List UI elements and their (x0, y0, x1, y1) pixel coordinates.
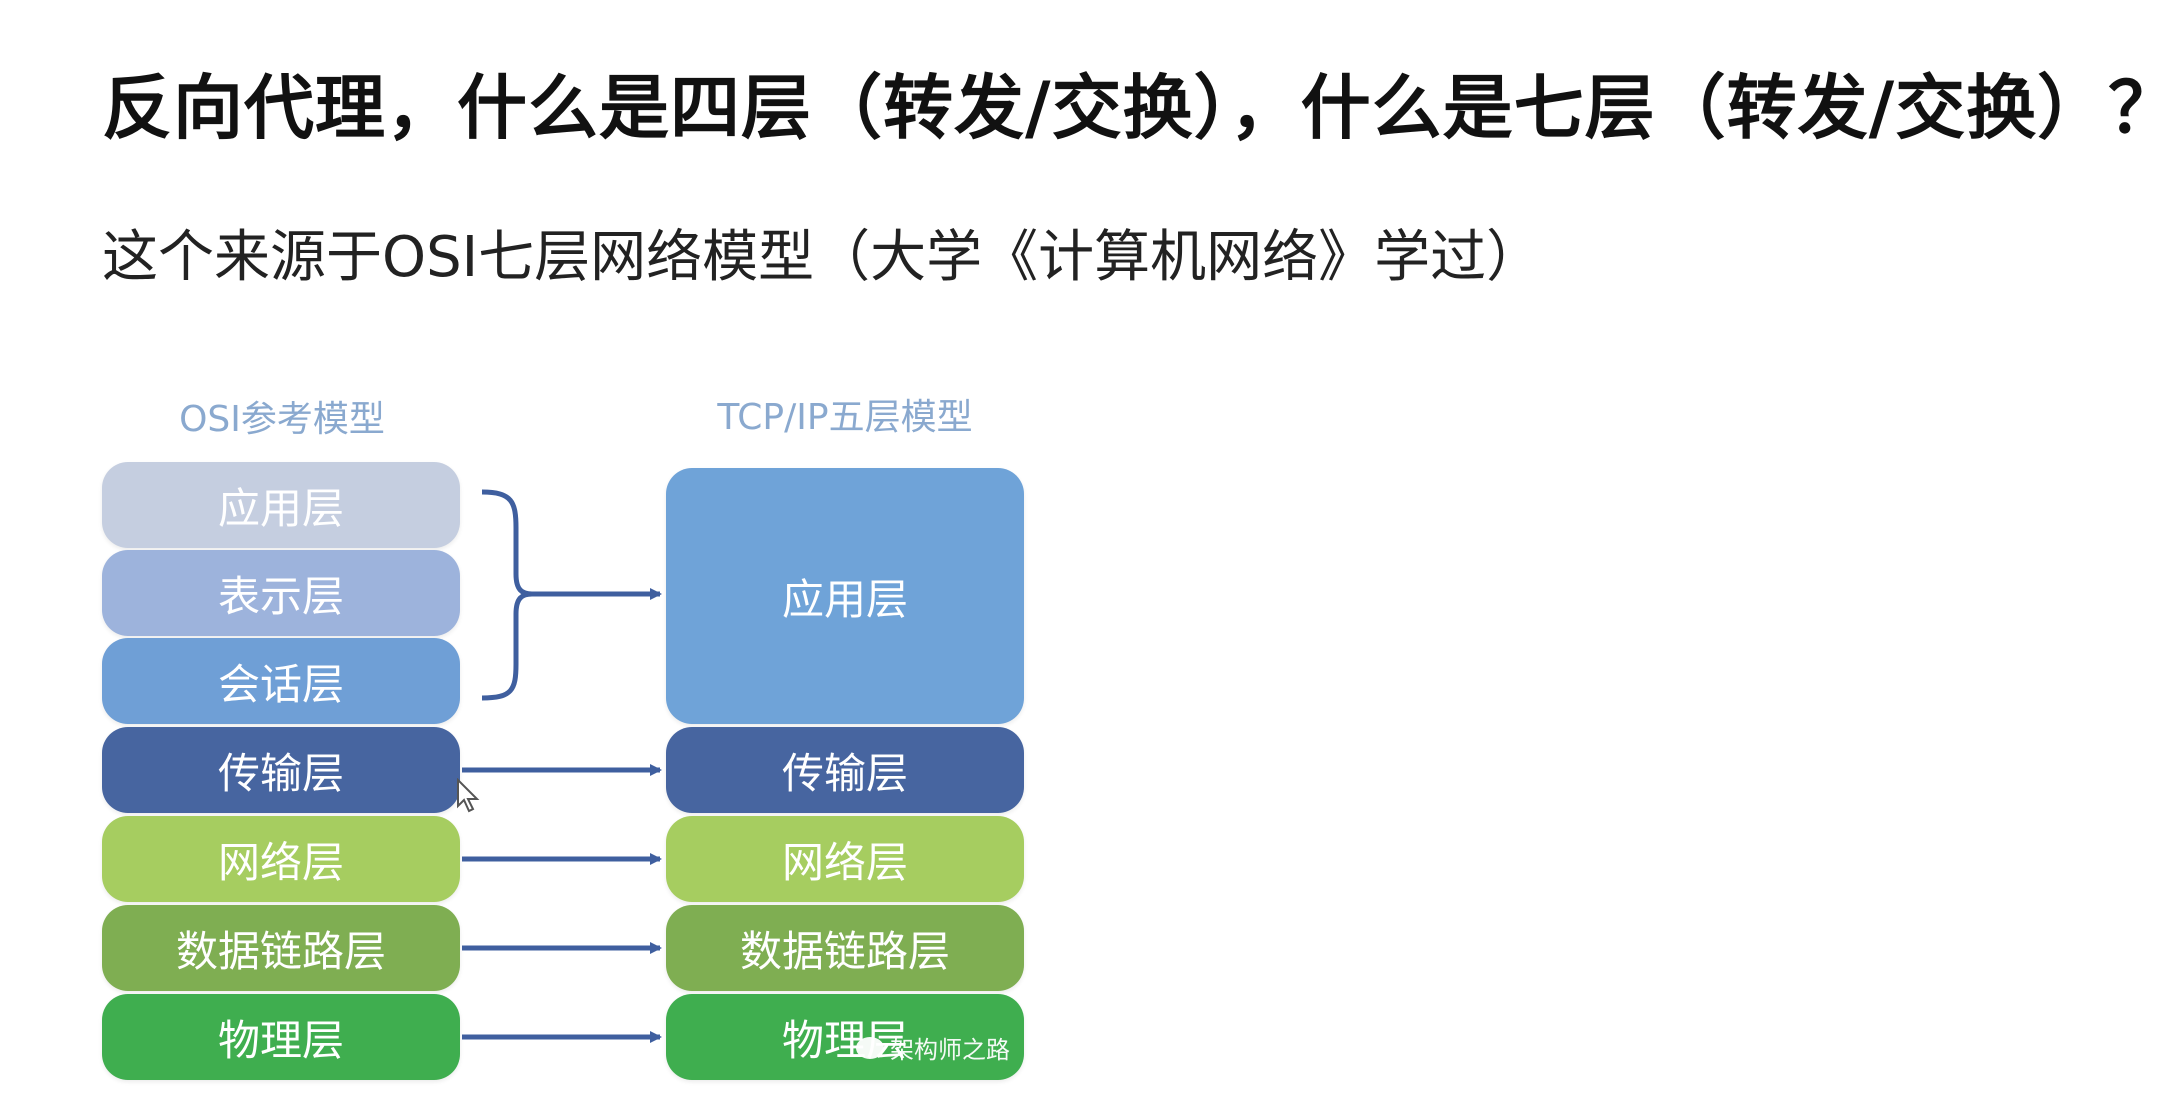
tcpip-layer-application: 应用层 (666, 468, 1024, 724)
osi-layer-physical: 物理层 (102, 994, 460, 1080)
tcpip-layer-physical: 物理层 (666, 994, 1024, 1080)
watermark: 架构师之路 (856, 1030, 1010, 1065)
page-title: 反向代理，什么是四层（转发/交换），什么是七层（转发/交换）？ (102, 67, 2180, 149)
osi-layer-application: 应用层 (102, 462, 460, 548)
page-subtitle: 这个来源于OSI七层网络模型（大学《计算机网络》学过） (102, 225, 1543, 290)
mouse-cursor-icon (457, 778, 480, 813)
osi-layer-presentation: 表示层 (102, 550, 460, 636)
osi-layer-datalink: 数据链路层 (102, 905, 460, 991)
watermark-text: 架构师之路 (890, 1036, 1010, 1064)
osi-upper-layers-brace (481, 489, 533, 701)
tcpip-layer-datalink: 数据链路层 (666, 905, 1024, 991)
osi-layer-transport: 传输层 (102, 727, 460, 813)
tcpip-layer-transport: 传输层 (666, 727, 1024, 813)
osi-model-heading: OSI参考模型 (179, 399, 385, 440)
osi-layer-session: 会话层 (102, 638, 460, 724)
tcpip-layer-network: 网络层 (666, 816, 1024, 902)
wechat-icon (856, 1036, 884, 1059)
osi-layer-network: 网络层 (102, 816, 460, 902)
tcpip-model-heading: TCP/IP五层模型 (717, 397, 973, 438)
